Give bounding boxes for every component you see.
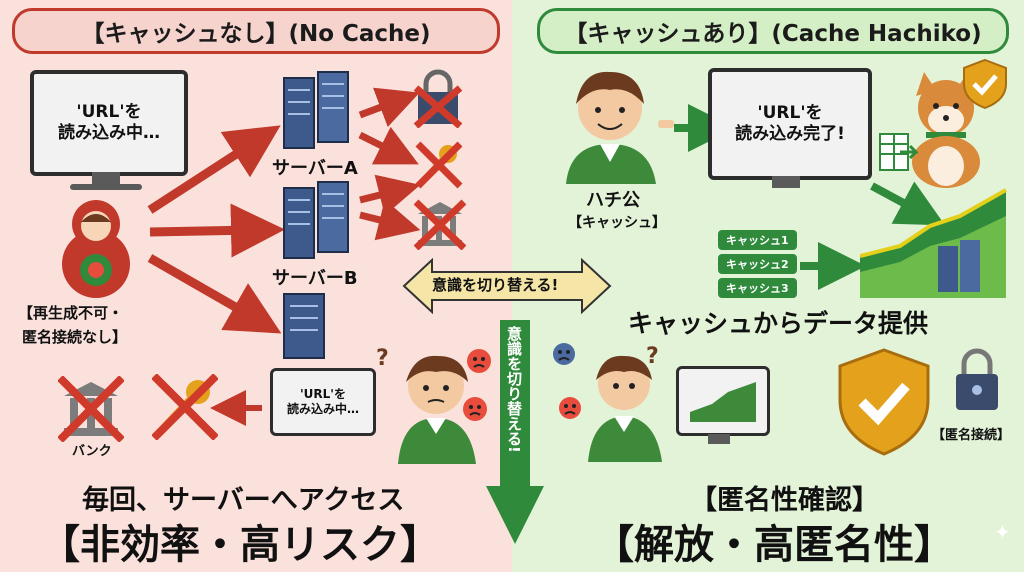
hachiko-boy-icon [566,71,674,184]
monitor-chart-icon [690,382,756,422]
matryoshka-doll-icon [62,200,130,298]
doll-caption-line1: 【再生成不可・ [18,304,124,322]
crossed-bank-bottom-icon [58,376,124,442]
bank-label: バンク [72,444,112,459]
thinking-boy-icon [588,355,662,462]
no-cache-footer-line2: 【非効率・高リスク】 [40,522,440,568]
server-b-icon [283,181,349,259]
server-a-icon [283,71,349,149]
angry-face-right-icon [559,397,581,419]
loaded-monitor-stand [772,176,800,188]
vertical-switch-arrow-label: 意識を切り替える! [505,326,523,453]
loading-monitor-top: 'URL'を 読み込み中… [30,70,188,176]
confused-boy-icon [398,355,476,464]
loading-monitor-bottom: 'URL'を 読み込み中… [270,368,376,436]
switch-arrow-label: 意識を切り替える! [432,276,559,294]
provide-label: キャッシュからデータ提供 [628,309,929,338]
server-a-label: サーバーA [272,158,358,179]
crossed-key-icon [415,141,463,189]
shield-check-large-icon [838,348,930,456]
shiba-dog-icon [912,72,980,188]
loaded-monitor: 'URL'を 読み込み完了! [708,68,872,180]
spreadsheet-icon [879,133,918,171]
vertical-switch-arrow [486,320,544,544]
doll-caption-line2: 匿名接続なし】 [22,328,128,346]
question-mark-icon: ? [376,346,389,371]
server-b-label: サーバーB [272,268,358,289]
loading-monitor-top-text: 'URL'を 読み込み中… [58,101,160,143]
crossed-bank-icon [414,199,466,250]
cache-tag-1: キャッシュ1 [718,230,797,250]
green-arrows [674,104,946,290]
hachiko-caption: 【キャッシュ】 [568,215,666,231]
chart-monitor [676,366,770,436]
switch-arrow [402,258,612,314]
chart-monitor-stand [708,434,730,444]
cache-title: 【キャッシュあり】(Cache Hachiko) [537,8,1009,54]
cache-footer-line2: 【解放・高匿名性】 [594,522,954,568]
growth-chart-icon [860,188,1007,298]
question-mark-right-icon: ? [646,344,659,369]
anon-connect-label: 【匿名接続】 [932,428,1011,443]
shield-check-small-icon [963,58,1007,110]
crossed-key-bottom-icon [152,374,218,440]
sad-face-icon [553,343,575,365]
cache-footer-line1: 【匿名性確認】 [690,485,879,516]
cache-tag-3: キャッシュ3 [718,278,797,298]
angry-face-icon [467,349,491,373]
loaded-monitor-text: 'URL'を 読み込み完了! [735,102,845,144]
hachiko-name: ハチ公 [586,190,640,211]
padlock-icon [956,348,998,410]
angry-face-icon-2 [463,397,487,421]
no-cache-panel: 【キャッシュなし】(No Cache) 'URL'を 読み込み中… 【再生成不可… [0,0,512,572]
no-cache-title: 【キャッシュなし】(No Cache) [12,8,500,54]
loading-monitor-bottom-text: 'URL'を 読み込み中… [286,387,359,416]
no-cache-footer-line1: 毎回、サーバーへアクセス [82,485,405,516]
monitor-base [70,184,142,190]
crossed-lock-icon [413,69,463,128]
server-c-icon [283,293,325,359]
cache-tag-2: キャッシュ2 [718,254,797,274]
sparkle-icon: ✦ [994,520,1011,544]
red-arrows-to-servers [147,87,421,426]
monitor-stand [92,172,120,186]
